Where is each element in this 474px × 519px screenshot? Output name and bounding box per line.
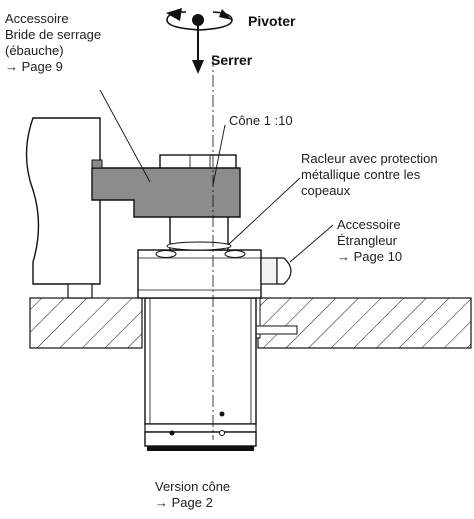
cylinder-body-lower [144, 297, 257, 425]
cylinder-flange [137, 249, 262, 299]
label-serrer: Serrer [211, 52, 253, 68]
label-pivoter: Pivoter [248, 13, 296, 29]
workpiece [25, 117, 101, 299]
clamping-arm [91, 159, 241, 218]
label-cone-ratio: Cône 1 :10 [229, 113, 293, 128]
cylinder-bottom-ring [144, 411, 257, 451]
base-plate-left [29, 297, 143, 349]
label-accessoire-etrangleur: Accessoire Étrangleur → Page 10 [337, 217, 403, 264]
leader-lines [99, 89, 334, 263]
label-racleur: Racleur avec protection métallique contr… [301, 151, 438, 198]
throttle-valve [260, 257, 292, 285]
wiper-seal [166, 241, 232, 251]
base-plate-right [257, 297, 472, 349]
rotation-arrow-icon [166, 8, 233, 31]
label-version-cone: Version cône → Page 2 [155, 479, 231, 510]
arrow-down-icon [192, 26, 204, 74]
label-accessoire-bride: Accessoire Bride de serrage (ébauche) → … [5, 11, 102, 74]
